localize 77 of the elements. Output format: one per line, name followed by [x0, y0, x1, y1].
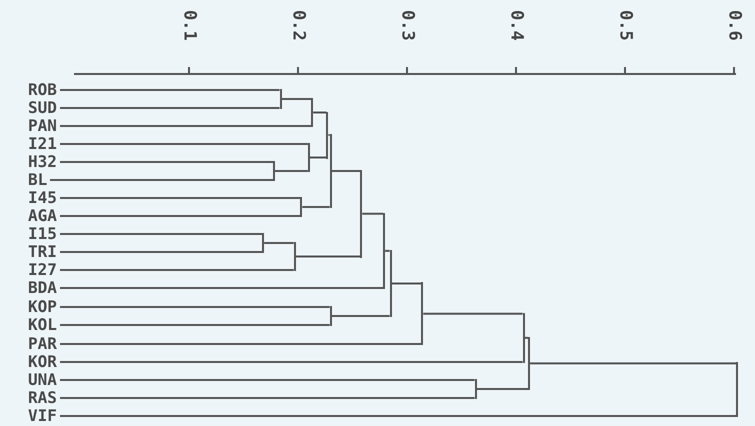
sample-label: UNA	[28, 372, 57, 388]
dendrogram-branch	[60, 143, 308, 145]
sample-label: AGA	[28, 208, 57, 224]
cluster-bracket-line	[273, 161, 276, 181]
sample-label: I15	[28, 226, 57, 242]
cluster-bracket-line	[528, 336, 530, 390]
dendrogram-branch	[362, 212, 384, 215]
axis-tick-label: 0.6	[726, 10, 742, 41]
dendrogram-branch	[282, 98, 312, 100]
sample-label: ROB	[28, 82, 57, 98]
cluster-bracket-line	[421, 282, 424, 345]
dendrogram-branch	[60, 287, 384, 289]
sample-label: KOL	[28, 317, 57, 333]
sample-label: PAN	[28, 118, 57, 134]
dendrogram-branch	[60, 306, 330, 308]
dendrogram-branch	[264, 242, 294, 244]
sample-label: VIF	[28, 408, 57, 424]
axis-tick-label: 0.4	[508, 10, 524, 41]
dendrogram-branch	[60, 125, 312, 127]
cluster-bracket-line	[330, 134, 332, 208]
dendrogram-branch	[423, 312, 523, 315]
dendrogram-branch	[60, 89, 280, 91]
sample-label: KOP	[28, 299, 57, 315]
dendrogram-branch	[60, 343, 422, 345]
sample-label: BDA	[28, 280, 57, 296]
sample-label: BL	[28, 172, 48, 188]
dendrogram-branch	[60, 361, 523, 363]
cluster-bracket-line	[294, 242, 296, 271]
dendrogram-branch	[60, 324, 330, 326]
dendrogram-branch	[275, 170, 308, 172]
cluster-bracket-line	[262, 233, 264, 253]
cluster-bracket-line	[522, 312, 525, 363]
cluster-bracket-line	[736, 362, 738, 417]
dendrogram-branch	[60, 107, 280, 109]
sample-label: KOR	[28, 354, 57, 370]
cluster-bracket-line	[360, 170, 362, 258]
dendrogram-branch	[332, 170, 360, 172]
dendrogram-branch	[60, 161, 274, 163]
sample-label: SUD	[28, 100, 57, 116]
sample-label: RAS	[28, 390, 57, 406]
dendrogram-branch	[60, 197, 300, 199]
dendrogram-branch	[310, 156, 326, 158]
dendrogram-branch	[60, 233, 262, 235]
sample-label: I21	[28, 136, 57, 152]
dendrogram-branch	[50, 179, 274, 181]
dendrogram-branch	[332, 315, 390, 317]
dendrogram-branch	[60, 215, 300, 217]
cluster-bracket-line	[383, 212, 386, 289]
sample-label: I45	[28, 190, 57, 206]
dendrogram-branch	[392, 282, 422, 284]
sample-label: H32	[28, 154, 57, 170]
cluster-bracket-line	[280, 89, 282, 109]
cluster-bracket-line	[300, 197, 302, 217]
sample-label: PAR	[28, 336, 57, 352]
axis-tick-label: 0.2	[290, 10, 306, 41]
sample-label: I27	[28, 262, 57, 278]
dendrogram-branch	[60, 397, 475, 399]
axis-tick-label: 0.1	[180, 10, 198, 41]
sample-label: TRI	[28, 244, 57, 260]
axis-tick-label: 0.3	[398, 10, 416, 41]
cluster-bracket-line	[330, 306, 332, 326]
cluster-bracket-line	[390, 250, 392, 317]
axis-tick-label: 0.5	[616, 10, 634, 41]
dendrogram-branch	[476, 388, 528, 390]
cluster-bracket-line	[326, 112, 328, 158]
cluster-bracket-line	[474, 379, 477, 399]
dendrogram-branch	[313, 112, 326, 114]
dendrogram-branch	[60, 415, 736, 417]
dendrogram-branch	[60, 269, 294, 271]
cluster-bracket-line	[308, 143, 310, 172]
dendrogram-branch	[385, 250, 390, 252]
dendrogram-branch	[60, 251, 262, 253]
dendrogram-branch	[296, 256, 360, 258]
dendrogram-branch	[302, 206, 330, 208]
dendrogram-branch	[60, 379, 475, 381]
dendrogram-branch	[530, 362, 736, 364]
cluster-bracket-line	[311, 98, 314, 127]
